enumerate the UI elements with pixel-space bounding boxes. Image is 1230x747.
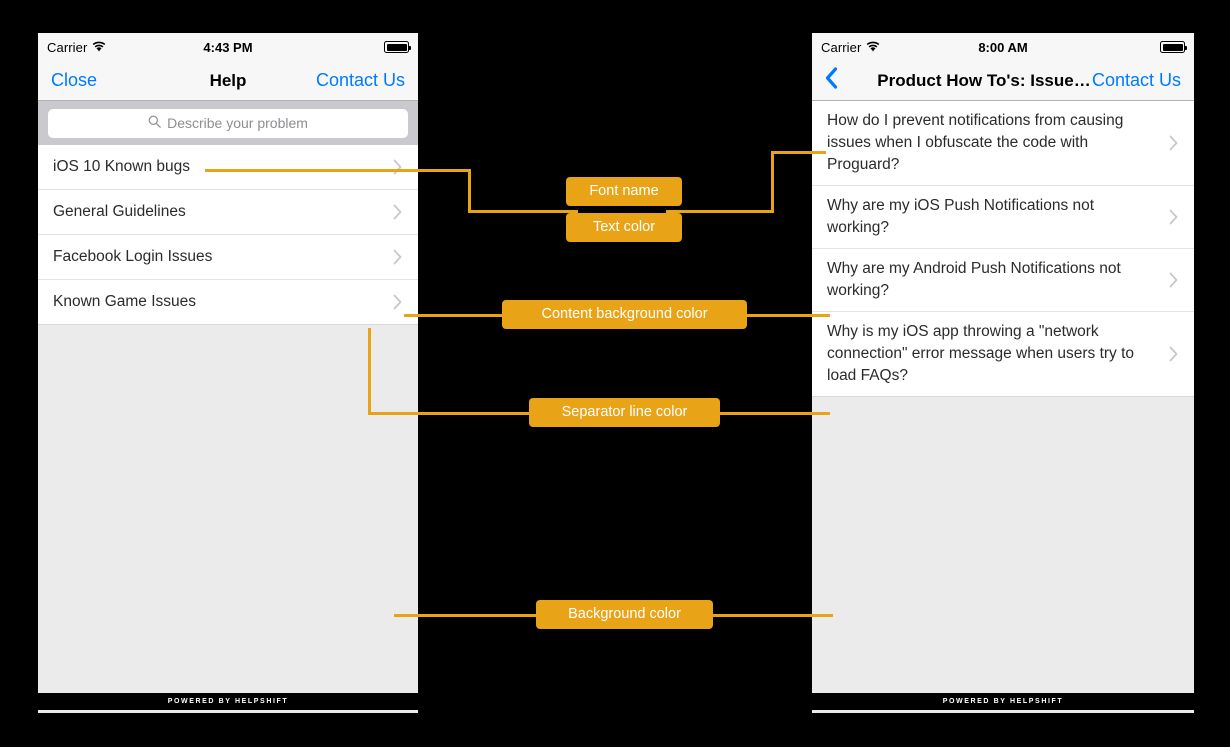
contact-us-button[interactable]: Contact Us <box>315 70 405 90</box>
helpshift-footer-label: POWERED BY HELPSHIFT <box>942 698 1064 705</box>
chevron-right-icon <box>393 204 402 220</box>
list-item-label: iOS 10 Known bugs <box>53 158 191 176</box>
wifi-icon <box>92 40 106 55</box>
wifi-icon <box>866 40 880 55</box>
leader-line-content-bg-left <box>404 314 504 317</box>
helpshift-footer-label: POWERED BY HELPSHIFT <box>167 698 289 705</box>
navigation-bar: Product How To's: Issue… Contact Us <box>812 61 1194 101</box>
status-bar: Carrier 8:00 AM <box>812 33 1194 61</box>
right-phone-screen: Carrier 8:00 AM Product How To's: Issue…… <box>812 33 1194 713</box>
chevron-right-icon <box>393 294 402 310</box>
helpshift-footer: POWERED BY HELPSHIFT <box>38 693 418 710</box>
list-item-label: Why are my iOS Push Notifications not wo… <box>827 197 1095 236</box>
list-item-label: Why is my iOS app throwing a "network co… <box>827 323 1135 384</box>
chevron-right-icon <box>393 159 402 175</box>
search-input[interactable]: Describe your problem <box>48 108 408 138</box>
annotation-badge-separator-line-color: Separator line color <box>529 398 720 427</box>
contact-us-button[interactable]: Contact Us <box>1091 70 1181 90</box>
status-bar-left: Carrier <box>821 40 880 55</box>
carrier-label: Carrier <box>821 39 862 55</box>
list-item[interactable]: General Guidelines <box>38 190 418 235</box>
empty-background-area <box>38 325 418 713</box>
chevron-right-icon <box>393 249 402 265</box>
status-bar: Carrier 4:43 PM <box>38 33 418 61</box>
annotation-badge-content-background-color: Content background color <box>502 300 747 329</box>
list-item-label: Facebook Login Issues <box>53 248 213 266</box>
leader-line-text-color-right-b <box>771 151 774 213</box>
annotation-badge-font-name: Font name <box>566 177 682 206</box>
list-item[interactable]: iOS 10 Known bugs <box>38 145 418 190</box>
left-phone-screen: Carrier 4:43 PM Close Help Contact Us De… <box>38 33 418 713</box>
search-icon <box>148 115 161 131</box>
carrier-label: Carrier <box>47 39 88 55</box>
close-button[interactable]: Close <box>51 70 98 90</box>
page-title: Product How To's: Issue… <box>877 70 1091 90</box>
status-bar-left: Carrier <box>47 40 106 55</box>
helpshift-footer: POWERED BY HELPSHIFT <box>812 693 1194 710</box>
battery-icon <box>1160 41 1187 53</box>
chevron-right-icon <box>1169 272 1178 288</box>
list-item-label: General Guidelines <box>53 203 186 221</box>
list-item-label: How do I prevent notifications from caus… <box>827 112 1124 173</box>
chevron-right-icon <box>1169 346 1178 362</box>
list-item-label: Why are my Android Push Notifications no… <box>827 260 1121 299</box>
list-item[interactable]: Why are my Android Push Notifications no… <box>812 249 1194 312</box>
list-item[interactable]: Facebook Login Issues <box>38 235 418 280</box>
back-chevron-icon <box>825 67 838 89</box>
list-item[interactable]: Known Game Issues <box>38 280 418 325</box>
list-item-label: Known Game Issues <box>53 293 197 311</box>
search-placeholder: Describe your problem <box>167 115 308 131</box>
status-bar-right <box>1160 41 1187 53</box>
navigation-bar: Close Help Contact Us <box>38 61 418 101</box>
faq-list: How do I prevent notifications from caus… <box>812 101 1194 397</box>
chevron-right-icon <box>1169 209 1178 225</box>
leader-line-text-color-right-a <box>666 210 774 213</box>
section-list: iOS 10 Known bugs General Guidelines Fac… <box>38 145 418 325</box>
empty-background-area <box>812 397 1194 713</box>
status-bar-right <box>384 41 411 53</box>
leader-line-font-name-left-c <box>468 210 578 213</box>
list-item[interactable]: How do I prevent notifications from caus… <box>812 101 1194 186</box>
search-bar-container: Describe your problem <box>38 101 418 145</box>
annotation-badge-text-color: Text color <box>566 213 682 242</box>
battery-icon <box>384 41 411 53</box>
chevron-right-icon <box>1169 135 1178 151</box>
back-button[interactable] <box>825 67 838 94</box>
list-item[interactable]: Why is my iOS app throwing a "network co… <box>812 312 1194 397</box>
list-item[interactable]: Why are my iOS Push Notifications not wo… <box>812 186 1194 249</box>
annotation-badge-background-color: Background color <box>536 600 713 629</box>
leader-line-font-name-left-b <box>468 169 471 213</box>
